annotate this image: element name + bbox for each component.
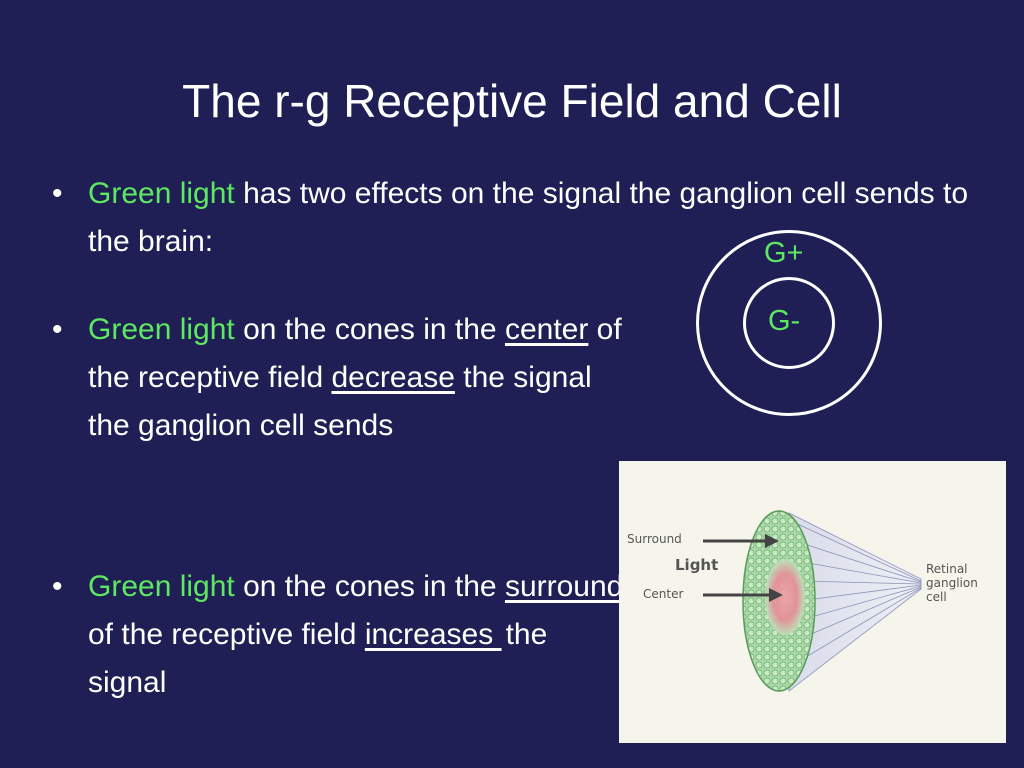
slide-title: The r-g Receptive Field and Cell	[182, 75, 842, 127]
center-ring	[743, 277, 835, 369]
bullet-marker: •	[52, 570, 63, 603]
surround-figure-label: Surround	[627, 532, 682, 546]
green-light-text: Green light	[88, 570, 235, 603]
fiber-lines	[790, 520, 922, 667]
underlined-surround: surround	[504, 570, 624, 603]
bullet-text: on the cones in the	[234, 313, 505, 346]
ganglion-cell-label-line-3: cell	[926, 590, 947, 604]
bullet-text: the signal	[88, 618, 548, 699]
center-label: G-	[768, 305, 801, 337]
bullet-surround-effect: • Green light on the cones in the surrou…	[52, 563, 632, 707]
green-light-text: Green light	[88, 313, 235, 346]
surround-arrow	[703, 534, 779, 548]
ganglion-cell-label-line-2: ganglion	[926, 576, 978, 590]
bullet-text: the signal the ganglion cell sends	[88, 361, 592, 442]
surround-ring	[696, 230, 882, 416]
center-region	[765, 559, 805, 635]
light-figure-label: Light	[675, 556, 718, 574]
bullet-marker: •	[52, 313, 63, 346]
ganglion-cell-label-line-1: Retinal	[926, 562, 968, 576]
bullet-marker: •	[52, 177, 63, 210]
bullet-text: of the receptive field	[88, 618, 365, 651]
receptive-field-illustration: Surround Light Center Retinal ganglion c…	[619, 461, 1006, 743]
bullet-center-effect: • Green light on the cones in the center…	[52, 306, 632, 450]
center-figure-label: Center	[643, 587, 683, 601]
green-light-text: Green light	[88, 177, 235, 210]
underlined-increases: increases	[364, 618, 502, 651]
bullet-text: has two effects on the signal the gangli…	[88, 177, 969, 258]
surround-label: G+	[764, 237, 804, 269]
bullet-text: on the cones in the	[234, 570, 505, 603]
receptive-field-diagram	[696, 230, 882, 416]
bullet-green-light-effects: • Green light has two effects on the sig…	[52, 170, 982, 266]
underlined-center: center	[504, 313, 589, 346]
underlined-decrease: decrease	[331, 361, 455, 394]
illustration-svg: Surround Light Center Retinal ganglion c…	[627, 510, 978, 693]
bullet-text: of the receptive field	[88, 313, 622, 394]
center-arrow	[703, 588, 783, 602]
